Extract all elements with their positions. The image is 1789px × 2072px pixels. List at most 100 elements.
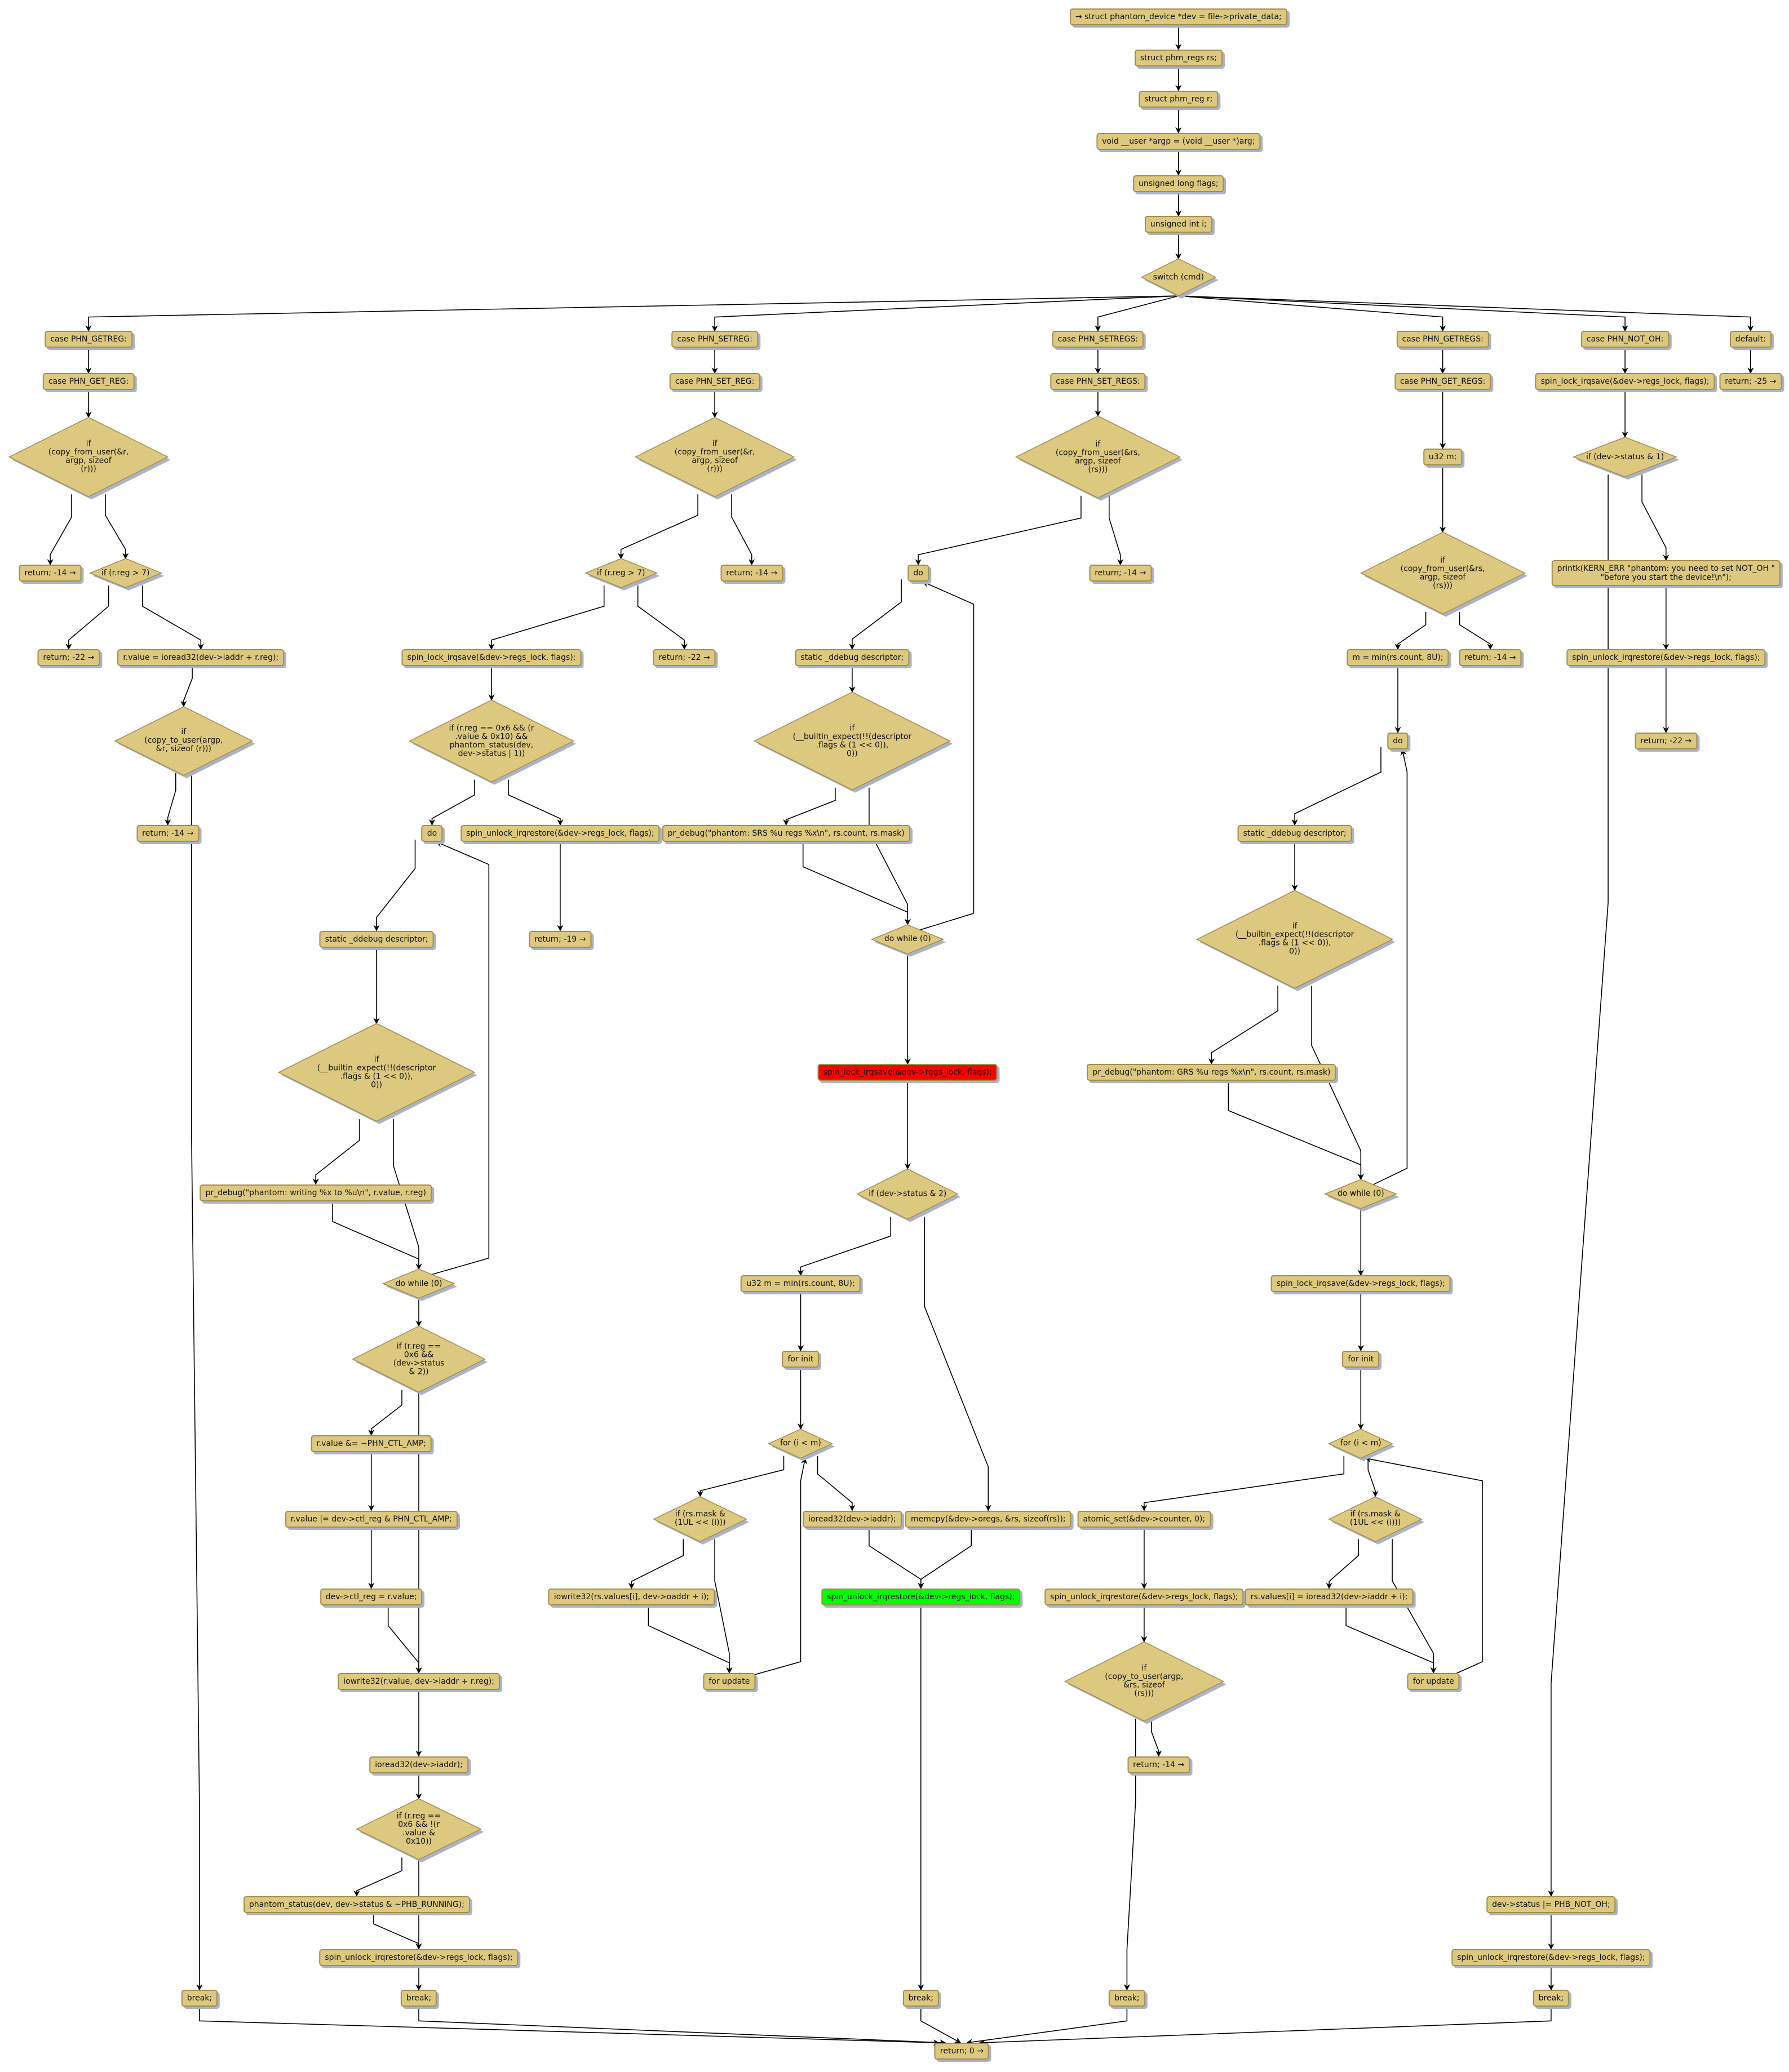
statement-node-b18[interactable]: r.value |= dev->ctl_reg & PHN_CTL_AMP;	[285, 1510, 458, 1528]
statement-node-f1[interactable]: default:	[1729, 331, 1772, 348]
statement-node-n3[interactable]: void __user *argp = (void __user *)arg;	[1096, 132, 1261, 150]
statement-node-b17[interactable]: r.value &= ~PHN_CTL_AMP;	[311, 1435, 432, 1452]
statement-node-c19[interactable]: memcpy(&dev->oregs, &rs, sizeof(rs));	[905, 1510, 1071, 1528]
statement-node-b19[interactable]: dev->ctl_reg = r.value;	[320, 1588, 423, 1605]
decision-node-b22[interactable]: if (r.reg == 0x6 && !(r .value & 0x10))	[356, 1798, 484, 1863]
statement-node-a6[interactable]: return; -22 →	[37, 649, 100, 667]
decision-node-a3[interactable]: if (copy_from_user(&r, argp, sizeof (r))…	[8, 416, 171, 500]
edge-b4-to-b6	[488, 585, 605, 650]
statement-node-d15[interactable]: atomic_set(&dev->counter, 0);	[1077, 1510, 1211, 1528]
decision-node-b13[interactable]: if (__builtin_expect(!!(descriptor .flag…	[277, 1023, 477, 1125]
statement-node-c6[interactable]: static _ddebug descriptor;	[795, 649, 910, 667]
statement-node-f2[interactable]: return; -25 →	[1719, 373, 1782, 391]
statement-node-d7[interactable]: do	[1387, 732, 1409, 749]
decision-node-b8[interactable]: if (r.reg == 0x6 && (r .value & 0x10) &&…	[408, 699, 577, 785]
decision-node-c14[interactable]: for (i < m)	[768, 1428, 835, 1461]
statement-node-d10[interactable]: pr_debug("phantom: GRS %u regs %x\n", rs…	[1087, 1064, 1336, 1081]
statement-node-end[interactable]: return; 0 →	[934, 2043, 989, 2060]
statement-node-a1[interactable]: case PHN_GETREG:	[45, 331, 132, 348]
statement-node-c10[interactable]: spin_lock_irqsave(&dev->regs_lock, flags…	[817, 1064, 998, 1081]
decision-node-d20[interactable]: if (copy_to_user(argp, &rs, sizeof (rs))…	[1064, 1641, 1226, 1724]
statement-node-d2[interactable]: case PHN_GET_REGS:	[1394, 373, 1491, 391]
statement-node-c16[interactable]: iowrite32(rs.values[i], dev->oaddr + i);	[548, 1588, 715, 1605]
statement-node-a9[interactable]: return; -14 →	[136, 825, 200, 842]
statement-node-b10[interactable]: spin_unlock_irqrestore(&dev->regs_lock, …	[460, 825, 660, 842]
statement-node-c13[interactable]: for init	[782, 1350, 820, 1368]
statement-node-a2[interactable]: case PHN_GET_REG:	[42, 373, 135, 391]
decision-node-b4[interactable]: if (r.reg > 7)	[584, 558, 659, 591]
statement-node-e1[interactable]: case PHN_NOT_OH:	[1580, 331, 1670, 348]
decision-node-c7[interactable]: if (__builtin_expect(!!(descriptor .flag…	[753, 691, 953, 793]
decision-node-b15[interactable]: do while (0)	[382, 1268, 458, 1302]
decision-node-a5[interactable]: if (r.reg > 7)	[88, 558, 164, 591]
statement-node-d17[interactable]: spin_unlock_irqrestore(&dev->regs_lock, …	[1044, 1588, 1244, 1605]
decision-node-c15[interactable]: if (rs.mask & (1UL << (i)))	[653, 1496, 750, 1545]
statement-node-d13[interactable]: for init	[1342, 1350, 1380, 1368]
statement-node-e2[interactable]: spin_lock_irqsave(&dev->regs_lock, flags…	[1535, 373, 1715, 391]
statement-node-c12[interactable]: u32 m = min(rs.count, 8U);	[741, 1275, 861, 1293]
decision-node-b3[interactable]: if (copy_from_user(&r, argp, sizeof (r))…	[634, 416, 797, 500]
statement-node-c8[interactable]: pr_debug("phantom: SRS %u regs %x\n", rs…	[662, 825, 910, 842]
statement-node-c5[interactable]: return; -14 →	[1089, 565, 1152, 582]
statement-node-e8[interactable]: spin_unlock_irqrestore(&dev->regs_lock, …	[1451, 1949, 1651, 1966]
statement-node-e7[interactable]: dev->status |= PHB_NOT_OH;	[1486, 1896, 1616, 1914]
decision-node-d16[interactable]: if (rs.mask & (1UL << (i)))	[1328, 1496, 1425, 1545]
statement-node-b2[interactable]: case PHN_SET_REG:	[669, 373, 760, 391]
decision-label: for (i < m)	[1340, 1439, 1381, 1448]
statement-node-n0[interactable]: → struct phantom_device *dev = file->pri…	[1069, 8, 1287, 26]
statement-node-d21[interactable]: return; -14 →	[1127, 1756, 1190, 1773]
decision-node-d4[interactable]: if (copy_from_user(&rs, argp, sizeof (rs…	[1360, 531, 1527, 617]
statement-node-b24[interactable]: spin_unlock_irqrestore(&dev->regs_lock, …	[319, 1949, 519, 1966]
statement-node-a10[interactable]: break;	[181, 1990, 218, 2007]
statement-node-b7[interactable]: return; -22 →	[653, 649, 716, 667]
statement-node-c2[interactable]: case PHN_SET_REGS:	[1050, 373, 1146, 391]
statement-node-b20[interactable]: iowrite32(r.value, dev->iaddr + r.reg);	[338, 1672, 500, 1690]
statement-node-e4[interactable]: printk(KERN_ERR "phantom: you need to se…	[1551, 560, 1781, 587]
statement-node-a4[interactable]: return; -14 →	[19, 565, 82, 582]
statement-node-b21[interactable]: ioread32(dev->iaddr);	[369, 1756, 468, 1773]
decision-node-b16[interactable]: if (r.reg == 0x6 && (dev->status & 2))	[352, 1325, 488, 1395]
statement-node-b11[interactable]: return; -19 →	[529, 930, 592, 948]
statement-node-d18[interactable]: rs.values[i] = ioread32(dev->iaddr + i);	[1245, 1588, 1414, 1605]
statement-node-n4[interactable]: unsigned long flags;	[1133, 175, 1224, 192]
statement-node-d12[interactable]: spin_lock_irqsave(&dev->regs_lock, flags…	[1270, 1275, 1451, 1293]
statement-node-d6[interactable]: return; -14 →	[1459, 649, 1522, 667]
statement-node-e5[interactable]: spin_unlock_irqrestore(&dev->regs_lock, …	[1566, 649, 1766, 667]
decision-node-d14[interactable]: for (i < m)	[1328, 1428, 1396, 1461]
statement-node-b23[interactable]: phantom_status(dev, dev->status & ~PHB_R…	[243, 1896, 470, 1914]
statement-node-b1[interactable]: case PHN_SETREG:	[671, 331, 758, 348]
statement-node-d8[interactable]: static _ddebug descriptor;	[1237, 825, 1352, 842]
statement-node-e6[interactable]: return; -22 →	[1635, 732, 1698, 749]
statement-node-b25[interactable]: break;	[400, 1990, 437, 2007]
statement-node-b6[interactable]: spin_lock_irqsave(&dev->regs_lock, flags…	[401, 649, 582, 667]
decision-node-sw[interactable]: switch (cmd)	[1140, 258, 1219, 299]
decision-node-e3[interactable]: if (dev->status & 1)	[1572, 437, 1680, 480]
statement-node-n5[interactable]: unsigned int i;	[1144, 216, 1212, 233]
statement-node-n2[interactable]: struct phm_reg r;	[1139, 90, 1219, 108]
statement-node-c21[interactable]: break;	[902, 1990, 939, 2007]
statement-node-n1[interactable]: struct phm_regs rs;	[1134, 50, 1223, 67]
decision-node-d11[interactable]: do while (0)	[1324, 1179, 1400, 1212]
statement-node-c20[interactable]: spin_unlock_irqrestore(&dev->regs_lock, …	[821, 1588, 1021, 1605]
statement-node-c4[interactable]: do	[907, 565, 929, 582]
decision-node-d9[interactable]: if (__builtin_expect(!!(descriptor .flag…	[1195, 890, 1396, 991]
statement-node-e9[interactable]: break;	[1533, 1990, 1570, 2007]
statement-node-d5[interactable]: m = min(rs.count, 8U);	[1347, 649, 1449, 667]
statement-node-c17[interactable]: for update	[703, 1672, 756, 1690]
statement-node-b9[interactable]: do	[421, 825, 443, 842]
statement-node-d22[interactable]: break;	[1109, 1990, 1145, 2007]
decision-node-a8[interactable]: if (copy_to_user(argp, &r, sizeof (r)))	[114, 706, 255, 778]
statement-node-b12[interactable]: static _ddebug descriptor;	[319, 930, 434, 948]
statement-node-d1[interactable]: case PHN_GETREGS:	[1396, 331, 1489, 348]
statement-node-c18[interactable]: ioread32(dev->iaddr);	[803, 1510, 902, 1528]
statement-node-d3[interactable]: u32 m;	[1423, 449, 1463, 466]
statement-node-b5[interactable]: return; -14 →	[720, 565, 783, 582]
statement-node-a7[interactable]: r.value = ioread32(dev->iaddr + r.reg);	[117, 649, 285, 667]
statement-node-b14[interactable]: pr_debug("phantom: writing %x to %u\n", …	[200, 1184, 432, 1201]
statement-node-d19[interactable]: for update	[1407, 1672, 1460, 1690]
decision-node-c11[interactable]: if (dev->status & 2)	[856, 1168, 961, 1222]
statement-node-c1[interactable]: case PHN_SETREGS:	[1052, 331, 1144, 348]
edge-b23-to-b24	[373, 1911, 422, 1950]
decision-node-c3[interactable]: if (copy_from_user(&rs, argp, sizeof (rs…	[1015, 415, 1183, 501]
decision-node-c9[interactable]: do while (0)	[871, 924, 946, 957]
